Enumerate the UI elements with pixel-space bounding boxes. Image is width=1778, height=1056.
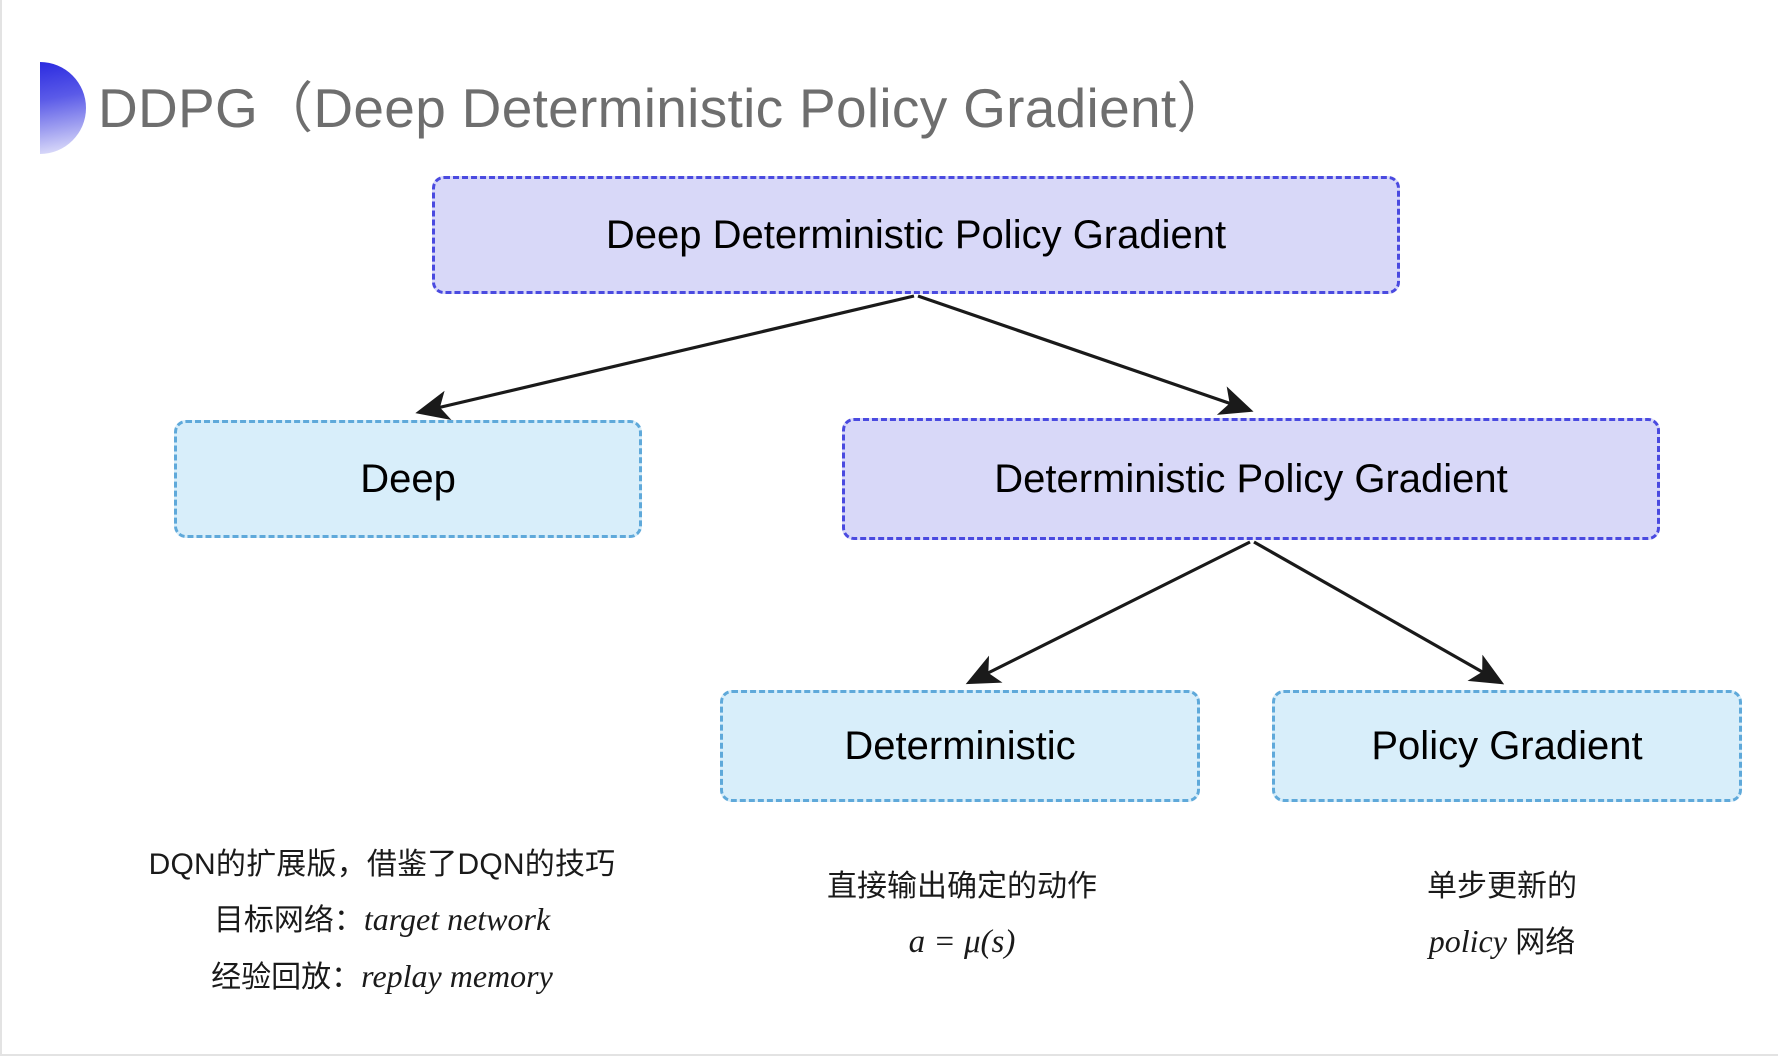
node-policy-gradient[interactable]: Policy Gradient bbox=[1272, 690, 1742, 802]
caption-deep-line2-term: target network bbox=[363, 901, 551, 938]
caption-policy-gradient-line1: 单步更新的 bbox=[1427, 870, 1577, 903]
caption-deep-line3-label: 经验回放： bbox=[211, 961, 362, 995]
node-deep[interactable]: Deep bbox=[174, 420, 642, 538]
node-deterministic[interactable]: Deterministic bbox=[720, 690, 1200, 802]
caption-deterministic-formula: a = μ(s) bbox=[908, 924, 1016, 961]
caption-policy-gradient-suffix: 网络 bbox=[1506, 926, 1576, 960]
caption-deterministic: 直接输出确定的动作 a = μ(s) bbox=[782, 860, 1142, 972]
edge-root-deep bbox=[415, 294, 915, 421]
caption-deep-line2-label: 目标网络： bbox=[213, 904, 364, 938]
caption-deep-line1: DQN的扩展版，借鉴了DQN的技巧 bbox=[148, 848, 616, 881]
edge-dpg-policy-gradient bbox=[1253, 540, 1505, 685]
caption-deep-line3-term: replay memory bbox=[361, 958, 553, 995]
caption-deep-line2: 目标网络：target network bbox=[102, 891, 662, 948]
node-root[interactable]: Deep Deterministic Policy Gradient bbox=[432, 176, 1400, 294]
title-bullet-icon bbox=[40, 62, 86, 154]
caption-policy-gradient-line2: policy 网络 bbox=[1322, 913, 1682, 970]
caption-policy-gradient-term: policy bbox=[1428, 923, 1507, 960]
edge-root-dpg bbox=[917, 294, 1254, 415]
node-deterministic-policy-gradient[interactable]: Deterministic Policy Gradient bbox=[842, 418, 1660, 540]
edge-dpg-deterministic bbox=[965, 540, 1251, 685]
caption-deep: DQN的扩展版，借鉴了DQN的技巧 目标网络：target network 经验… bbox=[102, 838, 662, 1005]
caption-deep-line3: 经验回放：replay memory bbox=[102, 948, 662, 1005]
caption-deterministic-line1: 直接输出确定的动作 bbox=[827, 870, 1097, 903]
page-title: DDPG（Deep Deterministic Policy Gradient） bbox=[98, 77, 1232, 139]
caption-policy-gradient: 单步更新的 policy 网络 bbox=[1322, 860, 1682, 970]
